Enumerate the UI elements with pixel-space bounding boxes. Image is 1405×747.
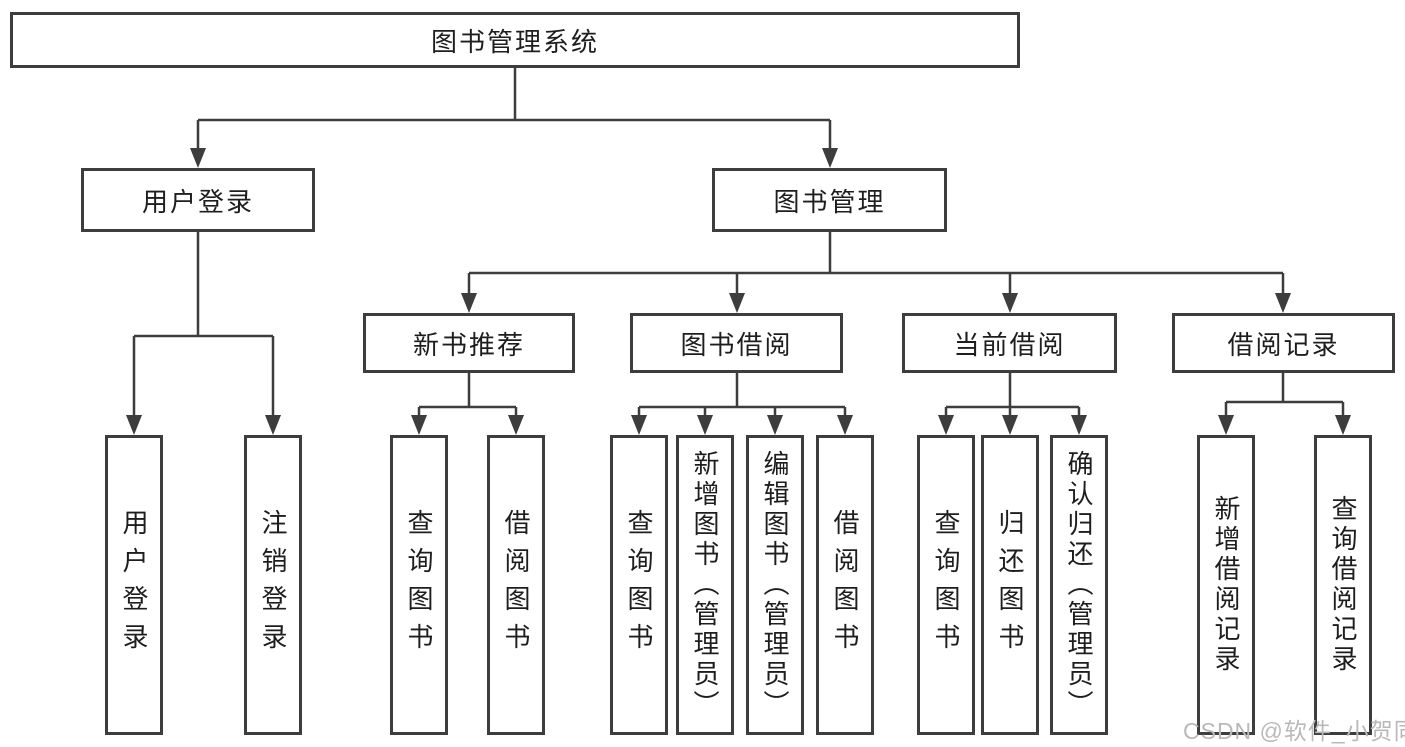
leaf-br-query-record: 查询借阅记录 bbox=[1314, 435, 1372, 735]
leaf-bb-query-book-label: 查询图书 bbox=[624, 509, 654, 661]
node-root-library-system: 图书管理系统 bbox=[10, 12, 1020, 68]
leaf-bb-edit-book-admin-label: 编辑图书（管理员） bbox=[760, 450, 790, 720]
leaf-bb-edit-book-admin: 编辑图书（管理员） bbox=[746, 435, 804, 735]
leaf-nb-borrow-book: 借阅图书 bbox=[487, 435, 545, 735]
leaf-logout-label: 注销登录 bbox=[258, 509, 288, 661]
node-new-book-recommend-label: 新书推荐 bbox=[412, 329, 525, 360]
leaf-br-add-record: 新增借阅记录 bbox=[1197, 435, 1255, 735]
node-new-book-recommend: 新书推荐 bbox=[363, 313, 575, 373]
node-book-borrow-label: 图书借阅 bbox=[680, 329, 793, 360]
csdn-watermark: CSDN @软件_小贺同学 bbox=[1183, 718, 1405, 744]
leaf-br-add-record-label: 新增借阅记录 bbox=[1211, 495, 1241, 675]
node-borrow-record-label: 借阅记录 bbox=[1227, 329, 1340, 360]
node-current-borrow-label: 当前借阅 bbox=[953, 329, 1066, 360]
leaf-bb-borrow-book: 借阅图书 bbox=[816, 435, 874, 735]
leaf-cb-confirm-return-admin-label: 确认归还（管理员） bbox=[1064, 450, 1094, 720]
leaf-bb-query-book: 查询图书 bbox=[610, 435, 668, 735]
leaf-bb-add-book-admin: 新增图书（管理员） bbox=[676, 435, 734, 735]
node-book-management-label: 图书管理 bbox=[773, 186, 886, 217]
leaf-logout: 注销登录 bbox=[244, 435, 302, 735]
leaf-cb-query-book: 查询图书 bbox=[917, 435, 975, 735]
leaf-bb-borrow-book-label: 借阅图书 bbox=[830, 509, 860, 661]
leaf-bb-add-book-admin-label: 新增图书（管理员） bbox=[690, 450, 720, 720]
leaf-cb-return-book-label: 归还图书 bbox=[995, 509, 1025, 661]
node-borrow-record: 借阅记录 bbox=[1172, 313, 1395, 373]
node-book-management: 图书管理 bbox=[712, 168, 947, 232]
leaf-br-query-record-label: 查询借阅记录 bbox=[1328, 495, 1358, 675]
leaf-nb-query-book: 查询图书 bbox=[390, 435, 448, 735]
leaf-cb-return-book: 归还图书 bbox=[981, 435, 1039, 735]
node-current-borrow: 当前借阅 bbox=[902, 313, 1117, 373]
node-book-borrow: 图书借阅 bbox=[630, 313, 843, 373]
leaf-nb-borrow-book-label: 借阅图书 bbox=[501, 509, 531, 661]
leaf-nb-query-book-label: 查询图书 bbox=[404, 509, 434, 661]
node-user-login: 用户登录 bbox=[81, 168, 315, 232]
leaf-cb-query-book-label: 查询图书 bbox=[931, 509, 961, 661]
leaf-user-login: 用户登录 bbox=[105, 435, 163, 735]
leaf-user-login-label: 用户登录 bbox=[119, 509, 149, 661]
node-user-login-label: 用户登录 bbox=[141, 186, 254, 217]
node-root-label: 图书管理系统 bbox=[430, 26, 599, 57]
leaf-cb-confirm-return-admin: 确认归还（管理员） bbox=[1050, 435, 1108, 735]
